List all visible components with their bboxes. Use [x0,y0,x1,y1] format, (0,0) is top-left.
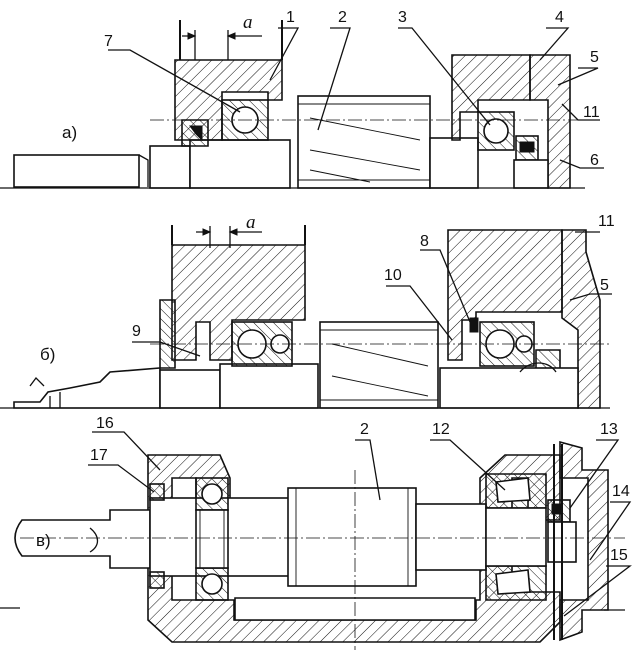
dim-a-mid: a [246,212,256,233]
view-a [0,20,600,189]
callout-10-b: 10 [384,267,402,284]
view-label-b: б) [40,345,55,364]
callout-5-b: 5 [600,277,609,294]
view-c [0,440,625,650]
ring-8-b [469,317,479,333]
callout-11-b: 11 [598,213,615,230]
callout-11-a: 11 [583,104,600,121]
callout-7-a: 7 [104,33,113,50]
view-b [0,225,610,409]
gear-2-a [297,95,431,189]
leaders-a [108,27,604,169]
callouts-a: 1 2 3 4 5 6 7 11 [104,9,600,169]
callouts-b: 8 9 10 11 5 [132,213,615,340]
shaft-end-c [14,509,151,569]
callout-15-c: 15 [610,547,628,564]
callout-3-a: 3 [398,9,407,26]
leaders-b [132,231,612,357]
callout-1-a: 1 [286,9,295,26]
callout-2-c: 2 [360,421,369,438]
callout-6-a: 6 [590,152,599,169]
gear-2-c [287,487,417,587]
shaft-step-a [149,145,191,189]
coupling-b [13,367,161,409]
callout-13-c: 13 [600,421,618,438]
view-label-a: а) [62,123,77,142]
seal-17-c [149,483,165,501]
cover-9-b [159,299,176,369]
callouts-c: 2 12 13 14 15 16 17 [90,415,630,564]
dim-a-top: a [243,12,253,33]
gear-2-b [319,321,439,409]
gasket-15-c [553,444,563,640]
callout-14-c: 14 [612,483,630,500]
callout-4-a: 4 [555,9,564,26]
callout-17-c: 17 [90,447,108,464]
callout-12-c: 12 [432,421,450,438]
callout-5-a: 5 [590,49,599,66]
housing-left-b [171,244,306,361]
view-label-c: в) [36,531,51,550]
callout-8-b: 8 [420,233,429,250]
callout-9-b: 9 [132,323,141,340]
shaft-end-a [13,154,140,188]
callout-16-c: 16 [96,415,114,432]
callout-2-a: 2 [338,9,347,26]
cover-14-c [559,440,609,642]
leaders-c [88,431,632,617]
